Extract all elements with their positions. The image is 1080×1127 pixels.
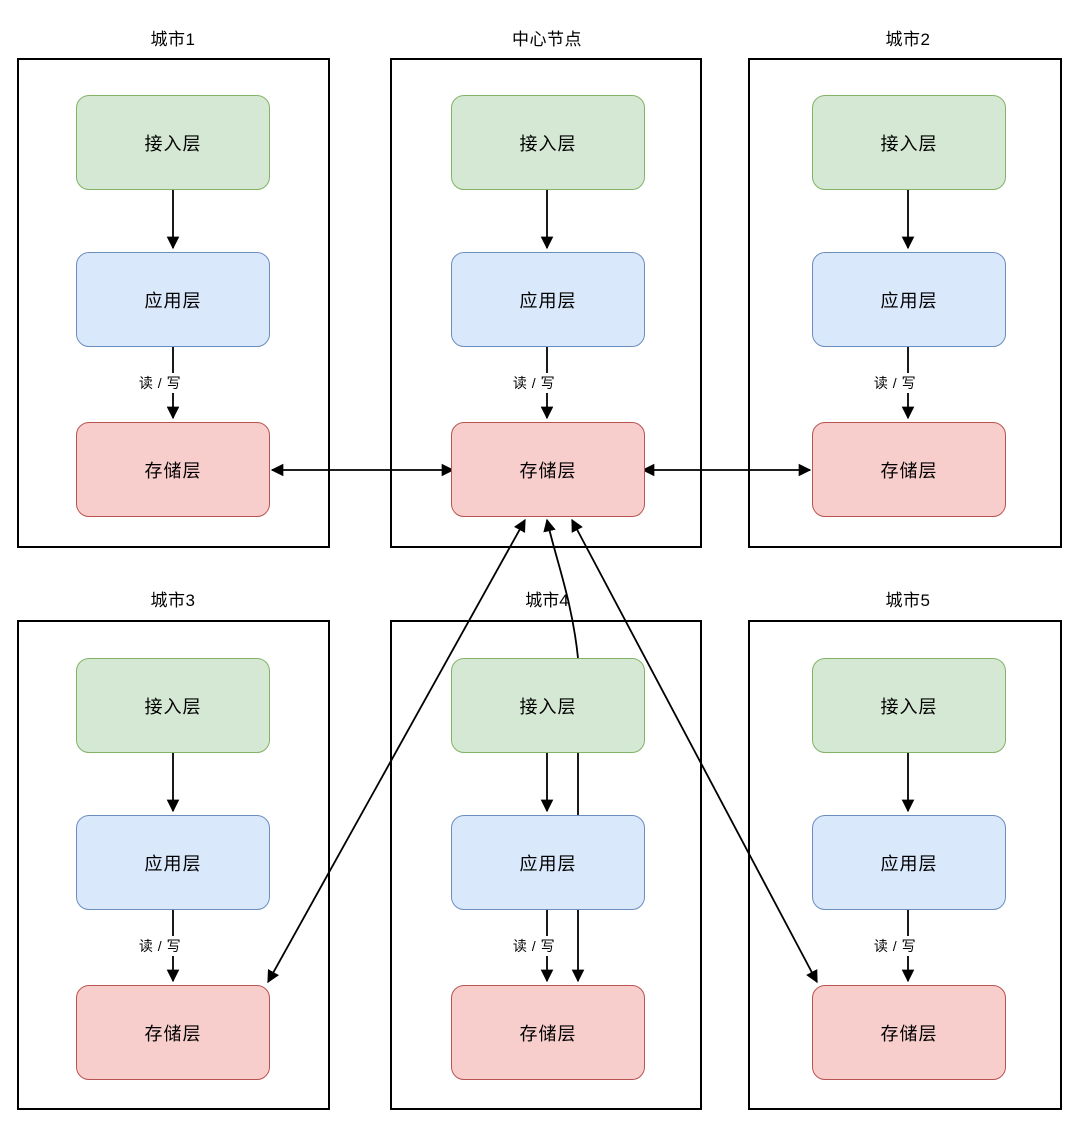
- replication-edge-center-city3: [267, 518, 526, 984]
- node-city3-app[interactable]: 应用层: [76, 815, 270, 910]
- node-city5-app[interactable]: 应用层: [812, 815, 1006, 910]
- edge-label-city2-rw: 读 / 写: [870, 373, 920, 393]
- group-container-city2: [748, 58, 1062, 548]
- replication-edge-center-city5: [571, 518, 818, 984]
- node-center-storage[interactable]: 存储层: [451, 422, 645, 517]
- node-city5-storage[interactable]: 存储层: [812, 985, 1006, 1080]
- group-container-city1: [17, 58, 330, 548]
- node-city4-storage[interactable]: 存储层: [451, 985, 645, 1080]
- node-city2-access[interactable]: 接入层: [812, 95, 1006, 190]
- group-container-city5: [748, 620, 1062, 1110]
- group-container-city4: [390, 620, 702, 1110]
- group-title-city3: 城市3: [150, 591, 196, 610]
- edge-label-city3-rw: 读 / 写: [135, 936, 185, 956]
- node-city4-app[interactable]: 应用层: [451, 815, 645, 910]
- group-container-center: [390, 58, 702, 548]
- group-title-city1: 城市1: [150, 30, 196, 49]
- node-center-app[interactable]: 应用层: [451, 252, 645, 347]
- node-city1-storage[interactable]: 存储层: [76, 422, 270, 517]
- node-city4-access[interactable]: 接入层: [451, 658, 645, 753]
- edge-label-city5-rw: 读 / 写: [870, 936, 920, 956]
- node-city2-storage[interactable]: 存储层: [812, 422, 1006, 517]
- node-city1-app[interactable]: 应用层: [76, 252, 270, 347]
- group-title-city4: 城市4: [525, 591, 569, 610]
- node-city3-storage[interactable]: 存储层: [76, 985, 270, 1080]
- node-city5-access[interactable]: 接入层: [812, 658, 1006, 753]
- node-city3-access[interactable]: 接入层: [76, 658, 270, 753]
- replication-edge-center-city4-access: [543, 518, 579, 659]
- edge-label-city1-rw: 读 / 写: [135, 373, 185, 393]
- edge-label-city4-rw: 读 / 写: [509, 936, 559, 956]
- edge-label-center-rw: 读 / 写: [509, 373, 559, 393]
- group-container-city3: [17, 620, 330, 1110]
- node-city2-app[interactable]: 应用层: [812, 252, 1006, 347]
- node-city1-access[interactable]: 接入层: [76, 95, 270, 190]
- group-title-city5: 城市5: [885, 591, 931, 610]
- group-title-center: 中心节点: [512, 30, 582, 49]
- node-center-access[interactable]: 接入层: [451, 95, 645, 190]
- group-title-city2: 城市2: [885, 30, 931, 49]
